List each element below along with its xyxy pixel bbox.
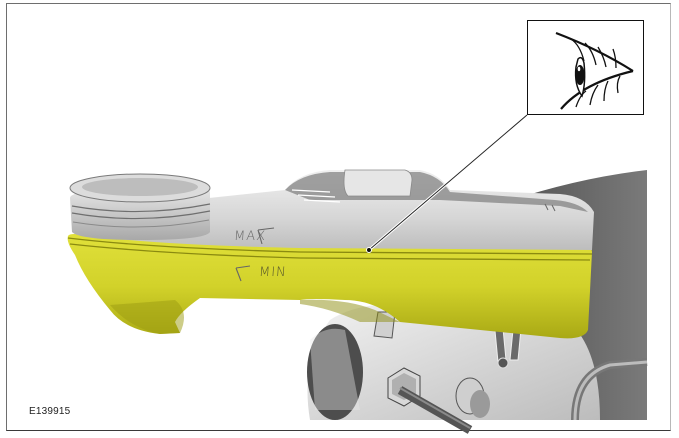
figure-frame [6,3,671,431]
inspection-inset [527,20,644,115]
figure-id-label: E139915 [29,406,71,417]
min-level-mark: MIN [258,265,288,280]
max-level-mark: MAX [233,229,267,244]
eye-icon [555,31,634,110]
